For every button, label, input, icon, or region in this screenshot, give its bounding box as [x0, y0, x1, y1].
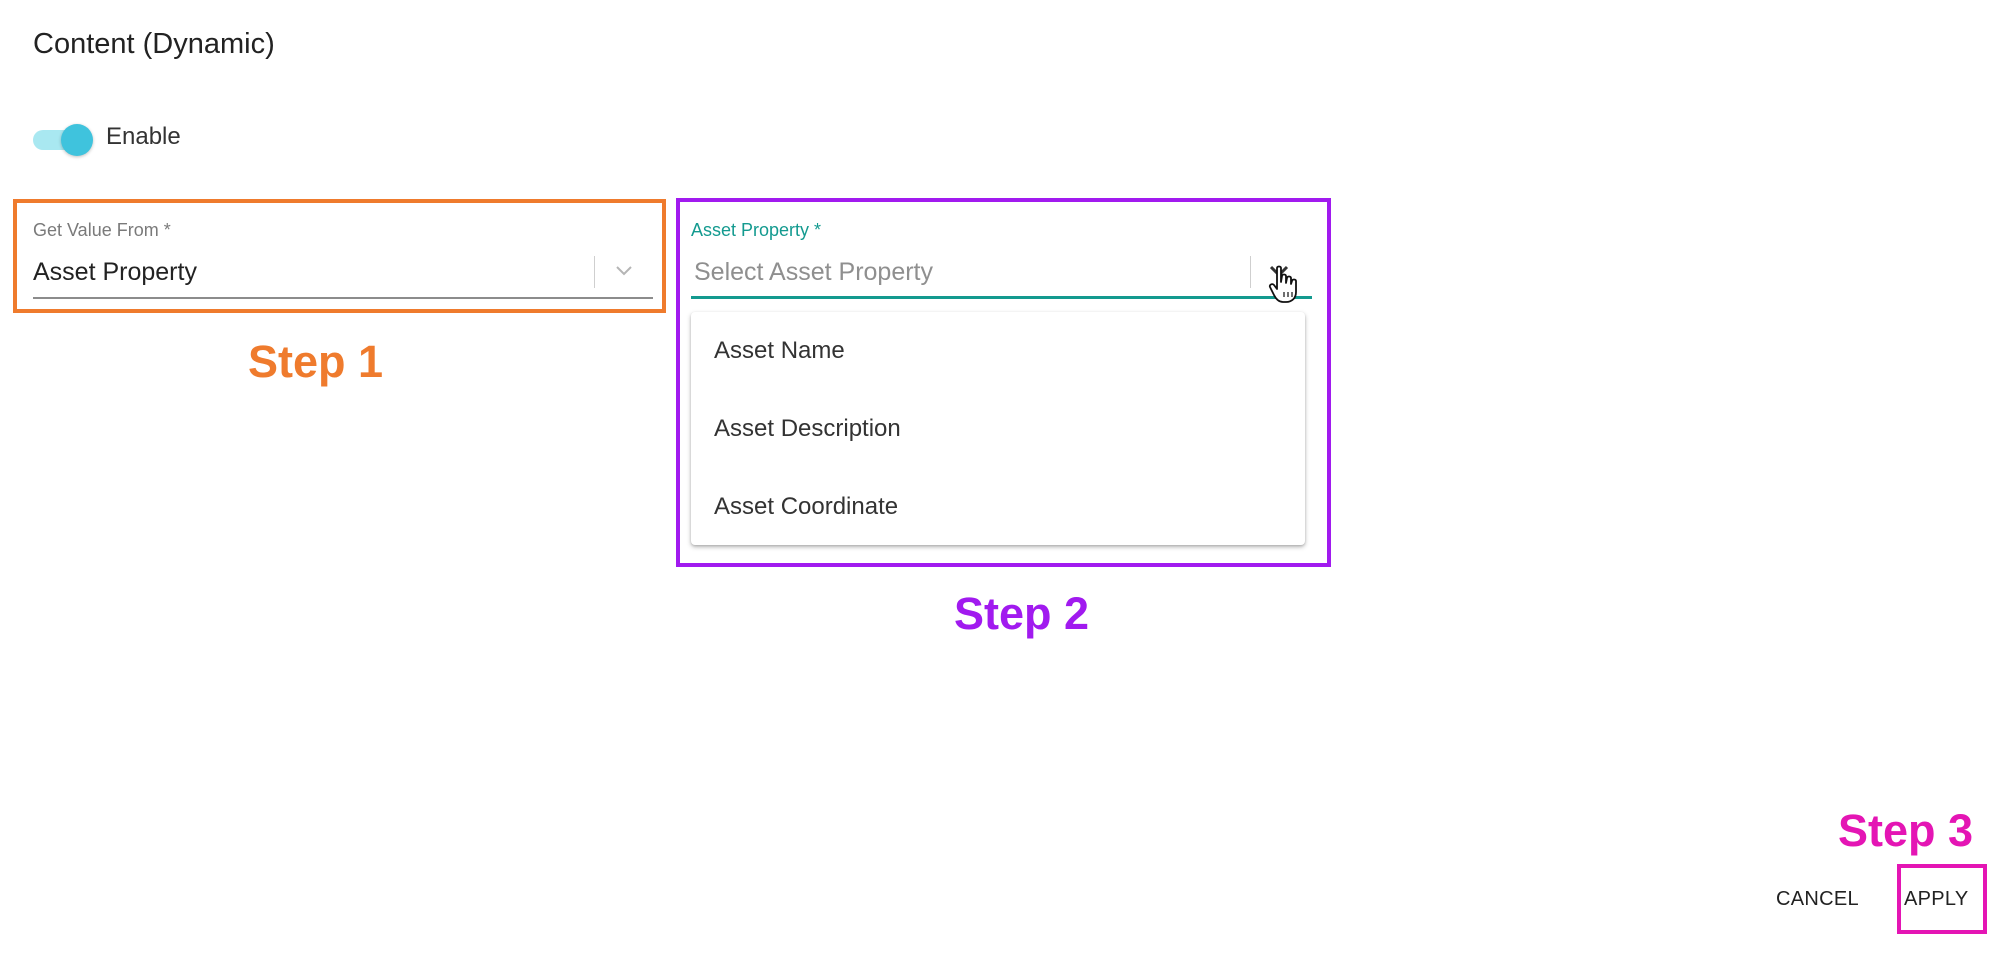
step3-highlight-box [1897, 864, 1987, 934]
dropdown-option-asset-name[interactable]: Asset Name [714, 337, 845, 364]
dropdown-option-asset-description[interactable]: Asset Description [714, 415, 901, 442]
step3-label: Step 3 [1838, 805, 1974, 856]
step1-highlight-box [13, 199, 666, 313]
asset-property-underline [691, 296, 1312, 299]
asset-property-dropdown-menu: Asset Name Asset Description Asset Coord… [691, 312, 1305, 545]
hand-cursor-icon [1267, 264, 1301, 304]
dropdown-option-asset-coordinate[interactable]: Asset Coordinate [714, 493, 899, 520]
step2-highlight-box [676, 198, 1331, 567]
apply-button[interactable]: APPLY [1904, 888, 1969, 910]
get-value-from-separator [594, 256, 595, 288]
asset-property-input[interactable] [691, 252, 1234, 292]
get-value-from-label: Get Value From * [33, 220, 171, 240]
get-value-from-underline [33, 297, 653, 299]
chevron-down-icon[interactable] [612, 258, 636, 282]
asset-property-separator [1250, 256, 1251, 288]
toggle-thumb [61, 124, 93, 156]
section-title: Content (Dynamic) [33, 28, 275, 60]
enable-toggle[interactable] [33, 124, 95, 156]
step2-label: Step 2 [954, 588, 1090, 639]
get-value-from-select[interactable]: Asset Property [33, 258, 197, 286]
asset-property-label: Asset Property * [691, 220, 822, 240]
step1-label: Step 1 [248, 336, 384, 387]
enable-toggle-label: Enable [106, 123, 181, 150]
cancel-button[interactable]: CANCEL [1776, 888, 1859, 910]
